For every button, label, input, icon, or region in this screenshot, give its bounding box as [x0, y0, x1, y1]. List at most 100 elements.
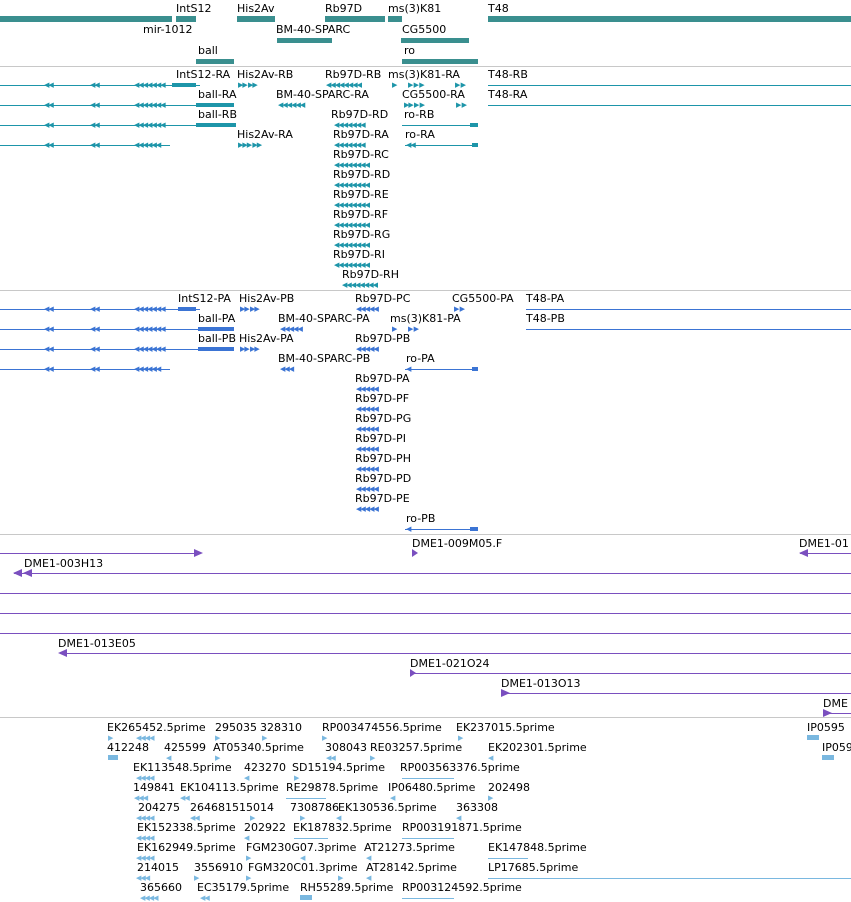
clone-arrow[interactable] [410, 669, 416, 677]
clone-line[interactable] [0, 553, 200, 554]
exon-arrows[interactable]: ◀◀ [44, 325, 54, 333]
est-arrows[interactable]: ◀ [366, 854, 371, 862]
est-arrows[interactable]: ▶ [108, 734, 113, 742]
exon-arrows[interactable]: ◀◀◀◀◀◀ [134, 141, 161, 149]
est-arrows[interactable]: ◀ [244, 834, 249, 842]
est-label[interactable]: 204275 [138, 801, 180, 814]
transcript-label[interactable]: His2Av-RB [237, 68, 294, 81]
est-block[interactable] [108, 755, 118, 760]
exon-arrows[interactable]: ▶ ▶ ▶ [408, 81, 425, 89]
transcript-label[interactable]: Rb97D-RB [325, 68, 382, 81]
est-label[interactable]: 7308786 [290, 801, 339, 814]
est-label[interactable]: 515014 [232, 801, 274, 814]
est-line[interactable] [294, 838, 328, 839]
exon-arrows[interactable]: ◀◀◀◀◀ [356, 405, 379, 413]
est-label[interactable]: 295035 [215, 721, 257, 734]
transcript-label[interactable]: Rb97D-RE [333, 188, 389, 201]
gene-label[interactable]: T48 [488, 2, 509, 15]
transcript-label[interactable]: T48-RB [488, 68, 528, 81]
exon-arrows[interactable]: ▶ ▶ [454, 305, 465, 313]
exon-arrows[interactable]: ◀◀◀◀◀ [356, 305, 379, 313]
gene-bar[interactable] [196, 59, 234, 64]
clone-line[interactable] [0, 593, 851, 594]
exon-arrows[interactable]: ◀◀ [90, 365, 100, 373]
est-label[interactable]: 264681 [190, 801, 232, 814]
exon-arrows[interactable]: ▶ ▶ [456, 101, 467, 109]
exon-arrows[interactable]: ▶▶ ▶ ▶ [404, 101, 425, 109]
est-label[interactable]: 3556910 [194, 861, 243, 874]
exon-block[interactable] [470, 123, 478, 127]
exon-block[interactable] [196, 103, 234, 107]
est-label[interactable]: EK162949.5prime [137, 841, 236, 854]
exon-arrows[interactable]: ◀◀◀◀◀◀◀◀ [334, 241, 370, 249]
gene-label[interactable]: ms(3)K81 [388, 2, 442, 15]
est-arrows[interactable]: ◀◀ [326, 754, 336, 762]
est-label[interactable]: RP003191871.5prime [402, 821, 522, 834]
est-label[interactable]: FGM320C01.3prime [248, 861, 358, 874]
transcript-label[interactable]: His2Av-RA [237, 128, 293, 141]
transcript-label[interactable]: CG5500-RA [402, 88, 465, 101]
exon-arrows[interactable]: ▶ [392, 81, 397, 89]
clone-arrow[interactable] [823, 709, 832, 717]
exon-arrows[interactable]: ◀◀◀◀◀◀◀◀ [326, 81, 362, 89]
est-label[interactable]: IP0595 [807, 721, 845, 734]
transcript-label[interactable]: T48-RA [488, 88, 528, 101]
clone-arrow[interactable] [412, 549, 418, 557]
transcript-label[interactable]: Rb97D-PH [355, 452, 411, 465]
transcript-label[interactable]: ms(3)K81-PA [390, 312, 461, 325]
transcript-label[interactable]: ball-RB [198, 108, 237, 121]
est-arrows[interactable]: ▶ [488, 794, 493, 802]
est-label[interactable]: EK265452.5prime [107, 721, 206, 734]
exon-arrows[interactable]: ▶▶ ▶▶ [240, 305, 260, 313]
exon-arrows[interactable]: ◀◀ [44, 81, 54, 89]
transcript-label[interactable]: Rb97D-PE [355, 492, 410, 505]
transcript-label[interactable]: Rb97D-PB [355, 332, 411, 345]
transcript-label[interactable]: BM-40-SPARC-RA [276, 88, 369, 101]
gene-label[interactable]: Rb97D [325, 2, 363, 15]
transcript-label[interactable]: BM-40-SPARC-PB [278, 352, 371, 365]
exon-arrows[interactable]: ◀◀ [90, 121, 100, 129]
est-label[interactable]: LP17685.5prime [488, 861, 579, 874]
exon-arrows[interactable]: ◀◀ [44, 141, 54, 149]
exon-block[interactable] [470, 527, 478, 531]
exon-arrows[interactable]: ◀◀◀◀◀ [356, 505, 379, 513]
est-label[interactable]: EK237015.5prime [456, 721, 555, 734]
transcript-line[interactable] [0, 105, 230, 106]
est-arrows[interactable]: ◀ [488, 754, 493, 762]
est-arrows[interactable]: ◀◀◀ [136, 874, 150, 882]
exon-arrows[interactable]: ◀◀◀◀◀◀ [134, 365, 161, 373]
est-label[interactable]: EK152338.5prime [137, 821, 236, 834]
clone-arrow[interactable] [23, 569, 32, 577]
transcript-label[interactable]: ro-RA [405, 128, 435, 141]
transcript-line[interactable] [488, 105, 851, 106]
transcript-line[interactable] [402, 125, 478, 126]
gene-label[interactable]: His2Av [237, 2, 275, 15]
exon-arrows[interactable]: ◀◀◀◀◀ [356, 445, 379, 453]
est-label[interactable]: EK202301.5prime [488, 741, 587, 754]
exon-arrows[interactable]: ◀◀ [44, 345, 54, 353]
exon-arrows[interactable]: ▶ [392, 325, 397, 333]
est-arrows[interactable]: ◀ [390, 794, 395, 802]
est-label[interactable]: FGM230G07.3prime [246, 841, 357, 854]
clone-arrow[interactable] [58, 649, 67, 657]
clone-label[interactable]: DME1-01 [799, 537, 849, 550]
est-arrows[interactable]: ▶ [370, 754, 375, 762]
transcript-line[interactable] [0, 329, 230, 330]
clone-line[interactable] [60, 653, 851, 654]
transcript-label[interactable]: IntS12-PA [178, 292, 231, 305]
est-arrows[interactable]: ▶ [300, 814, 305, 822]
transcript-label[interactable]: ball-PB [198, 332, 236, 345]
gene-bar[interactable] [277, 38, 332, 43]
exon-arrows[interactable]: ◀◀ [90, 101, 100, 109]
exon-block[interactable] [196, 123, 236, 127]
transcript-label[interactable]: Rb97D-RD [333, 168, 391, 181]
exon-arrows[interactable]: ◀◀ [44, 365, 54, 373]
est-arrows[interactable]: ◀ [366, 874, 371, 882]
gene-bar[interactable] [325, 16, 385, 22]
transcript-line[interactable] [488, 85, 851, 86]
transcript-line[interactable] [526, 329, 851, 330]
est-label[interactable]: RH55289.5prime [300, 881, 394, 894]
exon-arrows[interactable]: ◀◀ [44, 101, 54, 109]
transcript-label[interactable]: Rb97D-RI [333, 248, 385, 261]
est-label[interactable]: 423270 [244, 761, 286, 774]
